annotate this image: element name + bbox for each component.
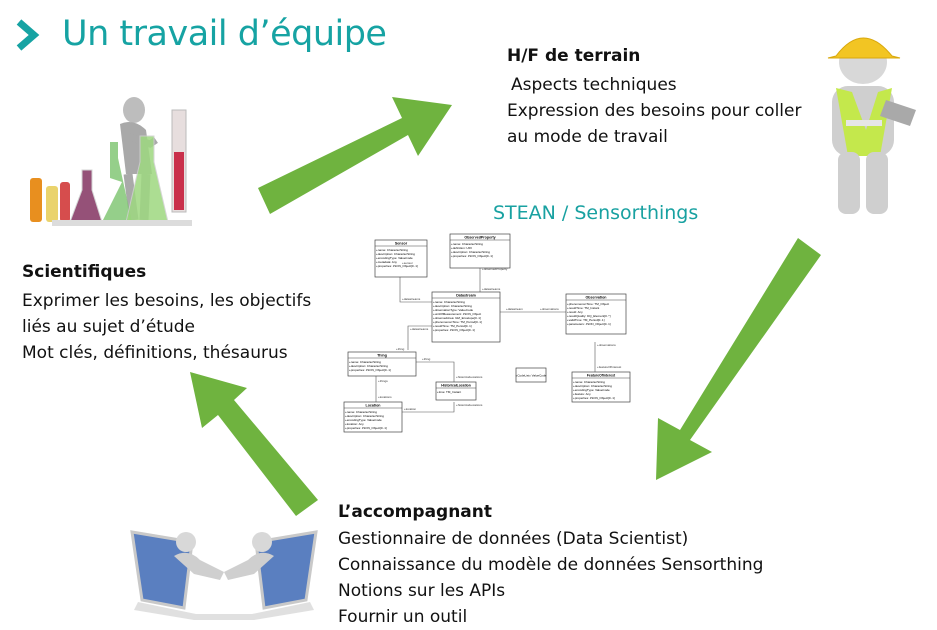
uml-value-code-name: «CodeList» ValueCode: [516, 374, 547, 378]
field-worker-illustration: [827, 37, 916, 214]
arrow-accompagnant-to-scientist: [190, 372, 318, 516]
uml-thing-attr: +properties: JSON_Object[0..1]: [349, 368, 391, 372]
uml-datastream-attr: +description: CharacterString: [433, 304, 472, 308]
uml-role-label: +things: [378, 379, 388, 383]
page-title: Un travail d’équipe: [62, 14, 387, 54]
uml-datastream-name: Datastream: [456, 294, 476, 298]
uml-class-observed-property: ObservedProperty +name: CharacterString …: [449, 233, 511, 269]
uml-class-value-code: «CodeList» ValueCode: [515, 367, 547, 383]
uml-role-label: +thing: [422, 357, 431, 361]
scientifiques-line-1: Exprimer les besoins, les objectifs: [22, 291, 312, 311]
scientist-illustration: [30, 97, 192, 226]
uml-role-label: +thing: [396, 347, 405, 351]
uml-location-attr: +description: CharacterString: [345, 414, 384, 418]
uml-role-label: +datastreams: [410, 327, 429, 331]
uml-datastream-attr: +unitOfMeasurement: JSON_Object: [433, 312, 481, 316]
uml-sensor-attr: +encodingType: ValueCode: [376, 256, 413, 260]
uml-sensor-attr: +metadata: Any: [376, 260, 397, 264]
uml-role-label: +observedProperty: [482, 267, 508, 271]
uml-datastream-attr: +observationType: ValueCode: [433, 308, 473, 312]
uml-observation-attr: +resultTime: TM_Instant: [567, 306, 599, 310]
chevron-right-icon: [16, 19, 40, 51]
uml-role-label: +historicalLocations: [456, 375, 483, 379]
uml-observation-attr: +result: Any: [567, 310, 583, 314]
uml-class-historical-location: HistoricalLocation +time: TM_Instant: [435, 381, 477, 401]
uml-historical-location-attr: +time: TM_Instant: [437, 390, 461, 394]
terrain-line-2: Expression des besoins pour coller: [507, 101, 802, 121]
uml-feature-of-interest-attr: +name: CharacterString: [573, 380, 605, 384]
uml-role-label: +locations: [378, 395, 392, 399]
accompagnant-line-2: Connaissance du modèle de données Sensor…: [338, 555, 764, 575]
uml-location-attr: +location: Any: [345, 422, 364, 426]
uml-feature-of-interest-attr: +description: CharacterString: [573, 384, 612, 388]
uml-feature-of-interest-attr: +properties: JSON_Object[0..1]: [573, 396, 615, 400]
uml-thing-attr: +name: CharacterString: [349, 360, 381, 364]
uml-role-label: +datastreams: [402, 297, 421, 301]
uml-class-location: Location +name: CharacterString +descrip…: [343, 401, 403, 433]
uml-class-observation: Observation +phenomenonTime: TM_Object +…: [565, 293, 627, 335]
uml-sensor-name: Sensor: [395, 242, 408, 246]
uml-location-attr: +name: CharacterString: [345, 410, 377, 414]
uml-role-label: +sensor: [402, 261, 413, 265]
terrain-heading: H/F de terrain: [507, 46, 641, 66]
uml-role-label: +historicalLocations: [456, 403, 483, 407]
accompagnant-line-3: Notions sur les APIs: [338, 581, 506, 601]
uml-datastream-attr: +resultTime: TM_Period[0..1]: [433, 324, 472, 328]
uml-class-sensor: Sensor +name: CharacterString +descripti…: [374, 239, 428, 278]
uml-role-label: +featureOfInterest: [597, 365, 621, 369]
accompagnant-block: L’accompagnant Gestionnaire de données (…: [338, 502, 763, 630]
uml-feature-of-interest-attr: +encodingType: ValueCode: [573, 388, 610, 392]
scientifiques-line-2: liés au sujet d’étude: [22, 317, 195, 337]
uml-observation-attr: +parameters: JSON_Object[0..1]: [567, 322, 611, 326]
uml-observation-attr: +resultQuality: DQ_Element[0..*]: [567, 314, 611, 318]
uml-thing-name: Thing: [377, 354, 387, 358]
model-title: STEAN / Sensorthings: [493, 202, 699, 224]
uml-observed-property-attr: +properties: JSON_Object[0..1]: [451, 254, 493, 258]
uml-thing-attr: +description: CharacterString: [349, 364, 388, 368]
uml-class-datastream: Datastream +name: CharacterString +descr…: [431, 291, 501, 343]
uml-sensor-attr: +properties: JSON_Object[0..1]: [376, 264, 418, 268]
uml-datastream-attr: +name: CharacterString: [433, 300, 465, 304]
terrain-block: H/F de terrain Aspects techniques Expres…: [507, 46, 801, 150]
uml-role-label: +datastreams: [482, 287, 501, 291]
accompagnant-line-1: Gestionnaire de données (Data Scientist): [338, 529, 689, 549]
uml-feature-of-interest-name: FeatureOfInterest: [587, 374, 616, 378]
uml-class-thing: Thing +name: CharacterString +descriptio…: [347, 351, 417, 377]
uml-observation-attr: +validTime: TM_Period[0..1]: [567, 318, 605, 322]
uml-observed-property-name: ObservedProperty: [464, 236, 495, 240]
uml-observation-attr: +phenomenonTime: TM_Object: [567, 302, 609, 306]
uml-location-attr: +properties: JSON_Object[0..1]: [345, 426, 387, 430]
arrow-terrain-to-accompagnant: [656, 238, 821, 480]
uml-role-label: +observations: [597, 343, 616, 347]
terrain-line-3: au mode de travail: [507, 127, 668, 147]
handshake-laptops-illustration: [130, 530, 318, 620]
uml-observed-property-attr: +name: CharacterString: [451, 242, 483, 246]
uml-location-name: Location: [366, 404, 381, 408]
uml-datastream-attr: +properties: JSON_Object[0..1]: [433, 328, 475, 332]
uml-feature-of-interest-attr: +feature: Any: [573, 392, 591, 396]
accompagnant-heading: L’accompagnant: [338, 502, 493, 522]
arrow-scientist-to-terrain: [258, 97, 452, 214]
scientifiques-heading: Scientifiques: [22, 262, 147, 282]
scientifiques-block: Scientifiques Exprimer les besoins, les …: [22, 262, 311, 366]
uml-datastream-attr: +phenomenonTime: TM_Period[0..1]: [433, 320, 482, 324]
uml-observation-name: Observation: [586, 296, 607, 300]
scientifiques-line-3: Mot clés, définitions, thésaurus: [22, 343, 288, 363]
terrain-line-1: Aspects techniques: [511, 75, 677, 95]
uml-observed-property-attr: +description: CharacterString: [451, 250, 490, 254]
uml-role-label: +datastream: [506, 307, 523, 311]
uml-observed-property-attr: +definition: URI: [451, 246, 472, 250]
uml-role-label: +location: [404, 407, 416, 411]
uml-sensor-attr: +description: CharacterString: [376, 252, 415, 256]
uml-role-label: +observations: [540, 307, 559, 311]
uml-historical-location-name: HistoricalLocation: [441, 384, 471, 388]
uml-datastream-attr: +observedArea: GM_Envelope[0..1]: [433, 316, 481, 320]
uml-class-feature-of-interest: FeatureOfInterest +name: CharacterString…: [571, 371, 631, 403]
uml-location-attr: +encodingType: ValueCode: [345, 418, 382, 422]
sensorthings-uml-diagram: Sensor +name: CharacterString +descripti…: [343, 233, 631, 433]
uml-sensor-attr: +name: CharacterString: [376, 248, 408, 252]
accompagnant-line-4: Fournir un outil: [338, 607, 468, 627]
